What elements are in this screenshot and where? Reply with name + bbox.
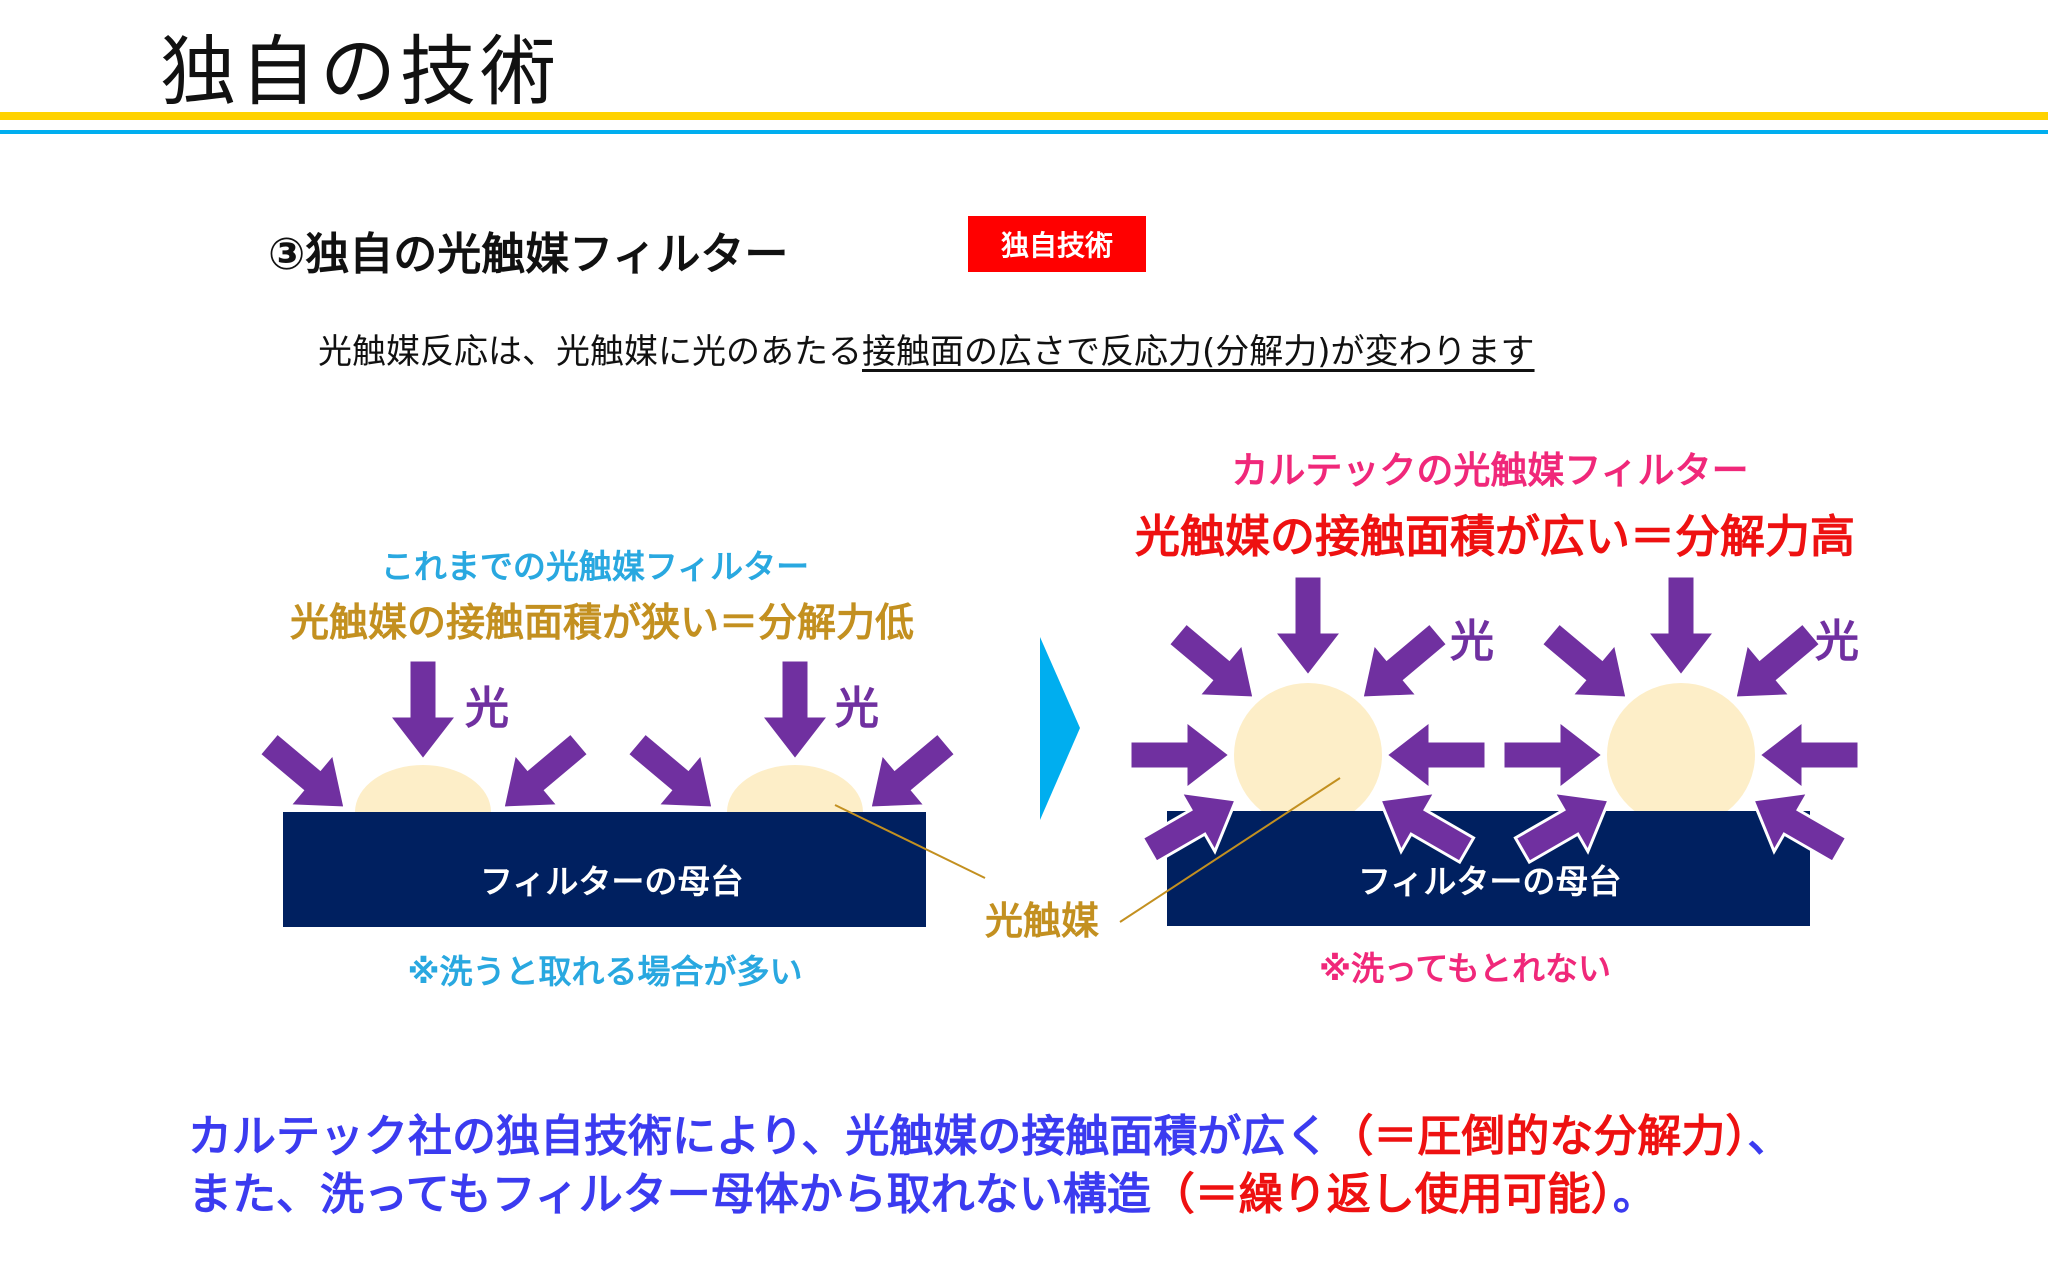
left-light-label-1: 光 bbox=[465, 683, 509, 734]
lead-text: 光触媒反応は、光触媒に光のあたる接触面の広さで反応力(分解力)が変わります bbox=[318, 324, 1535, 373]
right-base-label: フィルターの母台 bbox=[1358, 862, 1622, 901]
left-filter-base bbox=[283, 812, 926, 927]
left-subcaption: 光触媒の接触面積が狭い＝分解力低 bbox=[289, 601, 914, 646]
right-caption: カルテックの光触媒フィルター bbox=[1231, 449, 1749, 492]
header-rule-blue bbox=[0, 130, 2048, 134]
summary-line-1-end: 、 bbox=[1747, 1111, 1792, 1162]
section-heading: ③独自の光触媒フィルター bbox=[268, 229, 789, 280]
summary-line-2-blue: また、洗ってもフィルター母体から取れない構造 bbox=[188, 1169, 1151, 1220]
right-filter-base bbox=[1167, 811, 1810, 926]
right-subcaption: 光触媒の接触面積が広い＝分解力高 bbox=[1134, 510, 1855, 563]
summary-line-1-red: （＝圧倒的な分解力） bbox=[1329, 1111, 1748, 1162]
catalyst-label: 光触媒 bbox=[985, 899, 1100, 943]
left-note: ※洗うと取れる場合が多い bbox=[407, 952, 803, 991]
summary-line-2: また、洗ってもフィルター母体から取れない構造（＝繰り返し使用可能）。 bbox=[188, 1158, 1657, 1222]
left-caption: これまでの光触媒フィルター bbox=[380, 547, 810, 586]
right-catalyst-balls bbox=[1234, 683, 1755, 827]
left-light-label-2: 光 bbox=[835, 683, 879, 734]
chevron-right-icon bbox=[1040, 637, 1080, 820]
summary-line-1-blue: カルテック社の独自技術により、光触媒の接触面積が広く bbox=[188, 1111, 1330, 1162]
catalyst-leader-lines bbox=[834, 777, 1341, 923]
right-light-label-2: 光 bbox=[1815, 616, 1859, 667]
page-title: 独自の技術 bbox=[160, 27, 560, 116]
summary-line-2-red: （＝繰り返し使用可能） bbox=[1150, 1169, 1613, 1220]
proprietary-tech-badge: 独自技術 bbox=[968, 216, 1146, 272]
summary-line-2-end: 。 bbox=[1612, 1169, 1657, 1220]
right-light-label-1: 光 bbox=[1450, 616, 1494, 667]
summary-line-1: カルテック社の独自技術により、光触媒の接触面積が広く（＝圧倒的な分解力）、 bbox=[188, 1100, 1791, 1164]
right-note: ※洗ってもとれない bbox=[1318, 949, 1612, 988]
lead-text-plain: 光触媒反応は、光触媒に光のあたる bbox=[318, 332, 862, 372]
left-base-label: フィルターの母台 bbox=[480, 862, 744, 901]
lead-text-underlined: 接触面の広さで反応力(分解力)が変わります bbox=[862, 332, 1535, 372]
header-rule-yellow bbox=[0, 112, 2048, 120]
